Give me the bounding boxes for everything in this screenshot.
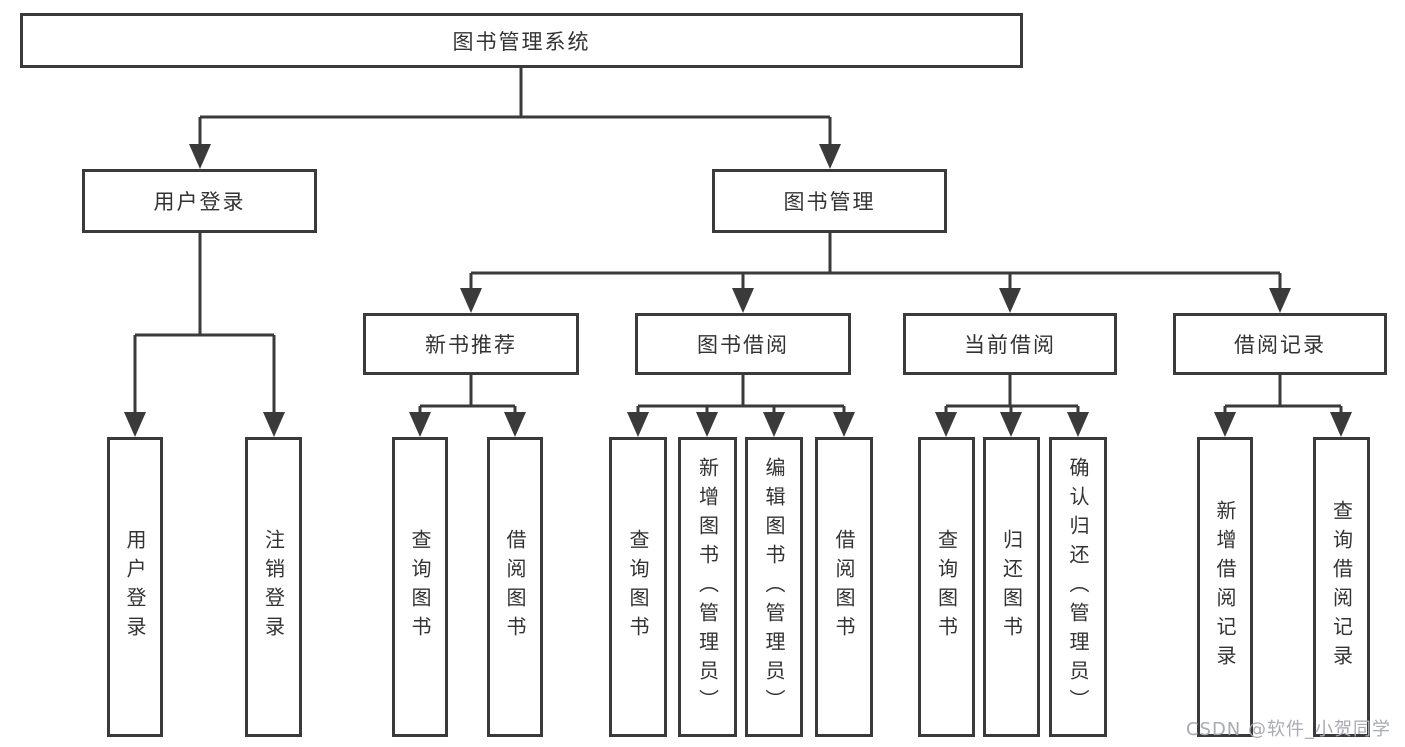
connector-user-login-branch <box>133 233 276 414</box>
node-new-book-recommend: 新书推荐 <box>363 313 579 375</box>
node-label: 查询图书 <box>934 529 959 645</box>
connector-new-book-branch <box>418 375 517 414</box>
connector-book-borrowing-branch <box>636 375 846 414</box>
leaf-borrowing-add-books-admin: 新增图书（管理员） <box>678 437 737 737</box>
node-label: 编辑图书（管理员） <box>762 456 786 718</box>
node-label: 新增借阅记录 <box>1213 500 1237 674</box>
node-label: 注销登录 <box>261 529 286 645</box>
arrow-icon <box>732 288 754 313</box>
node-label: 归还图书 <box>999 529 1024 645</box>
node-label: 借阅记录 <box>1234 333 1326 357</box>
node-book-borrowing: 图书借阅 <box>635 313 851 375</box>
arrow-icon <box>1269 288 1291 313</box>
arrowheads <box>124 144 1352 437</box>
node-label: 图书管理系统 <box>452 29 591 54</box>
node-label: 用户登录 <box>153 190 246 214</box>
node-label: 图书借阅 <box>697 333 789 357</box>
arrow-icon <box>409 412 431 437</box>
connector-book-management-branch <box>469 233 1282 290</box>
connector-borrowing-records-branch <box>1223 375 1343 414</box>
connector-current-borrowing-branch <box>944 375 1080 414</box>
arrow-icon <box>833 412 855 437</box>
arrow-icon <box>1000 412 1022 437</box>
connector-root-to-level1 <box>198 68 832 146</box>
arrow-icon <box>935 412 957 437</box>
node-user-login: 用户登录 <box>82 169 317 233</box>
node-label: 当前借阅 <box>964 333 1056 357</box>
leaf-borrowing-edit-books-admin: 编辑图书（管理员） <box>745 437 803 737</box>
arrow-icon <box>189 144 211 169</box>
leaf-user-login: 用户登录 <box>107 437 163 737</box>
arrow-icon <box>124 412 146 437</box>
leaf-current-confirm-return-admin: 确认归还（管理员） <box>1049 437 1107 737</box>
leaf-borrowing-query-books: 查询图书 <box>609 437 667 737</box>
arrow-icon <box>696 412 718 437</box>
arrow-icon <box>627 412 649 437</box>
leaf-current-return-books: 归还图书 <box>983 437 1040 737</box>
node-library-system: 图书管理系统 <box>20 13 1023 68</box>
arrow-icon <box>999 288 1021 313</box>
arrow-icon <box>1330 412 1352 437</box>
arrow-icon <box>263 412 285 437</box>
node-label: 新增图书（管理员） <box>695 456 720 718</box>
leaf-logout-login: 注销登录 <box>245 437 302 737</box>
leaf-records-query-record: 查询借阅记录 <box>1313 437 1370 737</box>
node-book-management: 图书管理 <box>712 169 947 233</box>
node-label: 查询图书 <box>408 529 432 645</box>
arrow-icon <box>1067 412 1089 437</box>
node-label: 新书推荐 <box>425 333 517 357</box>
node-borrowing-records: 借阅记录 <box>1173 313 1387 375</box>
node-label: 查询图书 <box>626 529 650 645</box>
node-label: 用户登录 <box>123 529 147 645</box>
node-label: 确认归还（管理员） <box>1066 456 1090 718</box>
node-current-borrowing: 当前借阅 <box>903 313 1117 375</box>
node-label: 借阅图书 <box>503 529 527 645</box>
leaf-recommend-query-books: 查询图书 <box>392 437 448 737</box>
arrow-icon <box>763 412 785 437</box>
node-label: 借阅图书 <box>832 529 856 645</box>
leaf-recommend-borrow-books: 借阅图书 <box>487 437 543 737</box>
arrow-icon <box>504 412 526 437</box>
leaf-current-query-books: 查询图书 <box>918 437 975 737</box>
node-label: 查询借阅记录 <box>1329 500 1354 674</box>
arrow-icon <box>819 144 841 169</box>
leaf-borrowing-borrow-books: 借阅图书 <box>815 437 873 737</box>
arrow-icon <box>1214 412 1236 437</box>
leaf-records-add-record: 新增借阅记录 <box>1197 437 1253 737</box>
node-label: 图书管理 <box>783 190 876 214</box>
arrow-icon <box>460 288 482 313</box>
